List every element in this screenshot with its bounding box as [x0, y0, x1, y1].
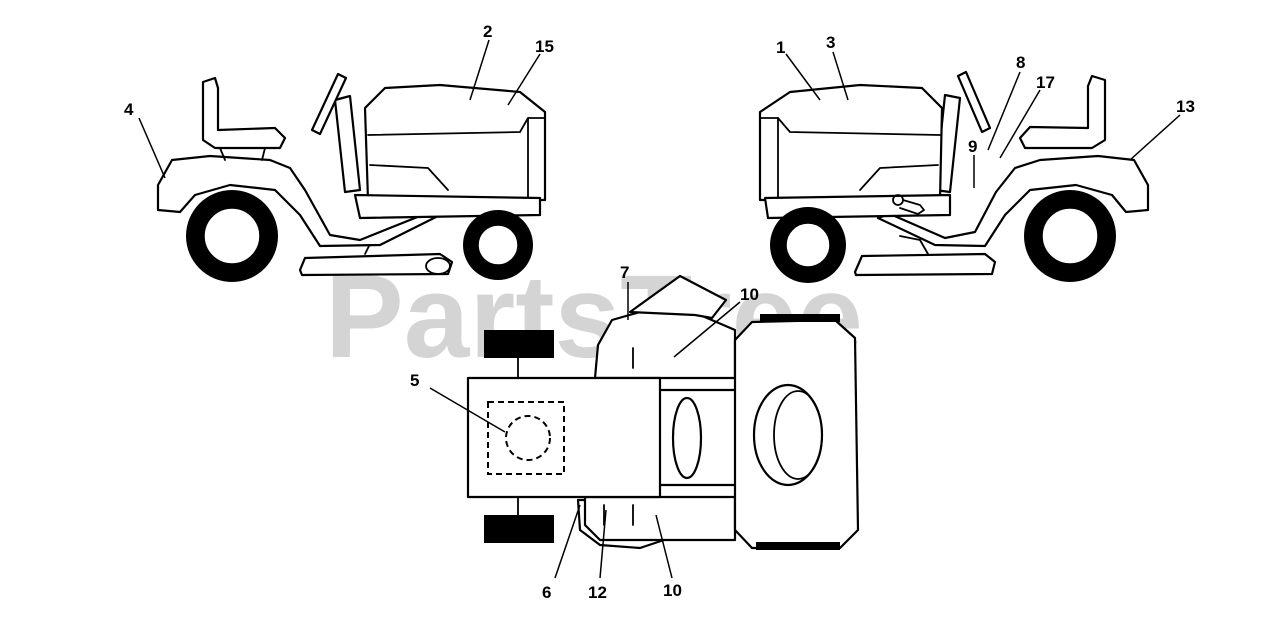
- callout-6: 6: [542, 583, 551, 602]
- callout-17: 17: [1036, 73, 1055, 92]
- callout-12: 12: [588, 583, 607, 602]
- steering-column-left: [333, 94, 362, 194]
- steering-wheel-left: [310, 72, 348, 136]
- seat-left: [201, 76, 287, 150]
- rear-tire-top: [484, 330, 554, 358]
- hood-right: [758, 83, 944, 202]
- tractor-top-view: [466, 274, 860, 550]
- callout-labels: 2 15 4 1 3 8 17 9 13 7 10 5 6 12 10: [124, 22, 1195, 602]
- tractor-left-side-view: [156, 72, 547, 282]
- hood-left: [363, 83, 547, 202]
- callout-10-upper: 10: [740, 285, 759, 304]
- callout-8: 8: [1016, 53, 1025, 72]
- mower-deck-right: [853, 252, 997, 277]
- steering-wheel-right: [956, 70, 992, 134]
- callout-3: 3: [826, 33, 835, 52]
- callout-9: 9: [968, 137, 977, 156]
- fender-lower-top-view: [583, 495, 737, 542]
- callout-15: 15: [535, 37, 554, 56]
- leader-lines: [138, 39, 1181, 579]
- rear-tire-bottom: [484, 515, 554, 543]
- seat-right: [1018, 74, 1107, 150]
- callout-5: 5: [410, 371, 419, 390]
- callout-4: 4: [124, 100, 134, 119]
- callout-1: 1: [776, 38, 785, 57]
- mower-deck-left: [298, 252, 454, 277]
- callout-10-lower: 10: [663, 581, 682, 600]
- tractor-right-side-view: [758, 70, 1150, 283]
- callout-13: 13: [1176, 97, 1195, 116]
- callout-7: 7: [620, 263, 629, 282]
- fender-upper-top-view: [593, 310, 737, 380]
- callout-2: 2: [483, 22, 492, 41]
